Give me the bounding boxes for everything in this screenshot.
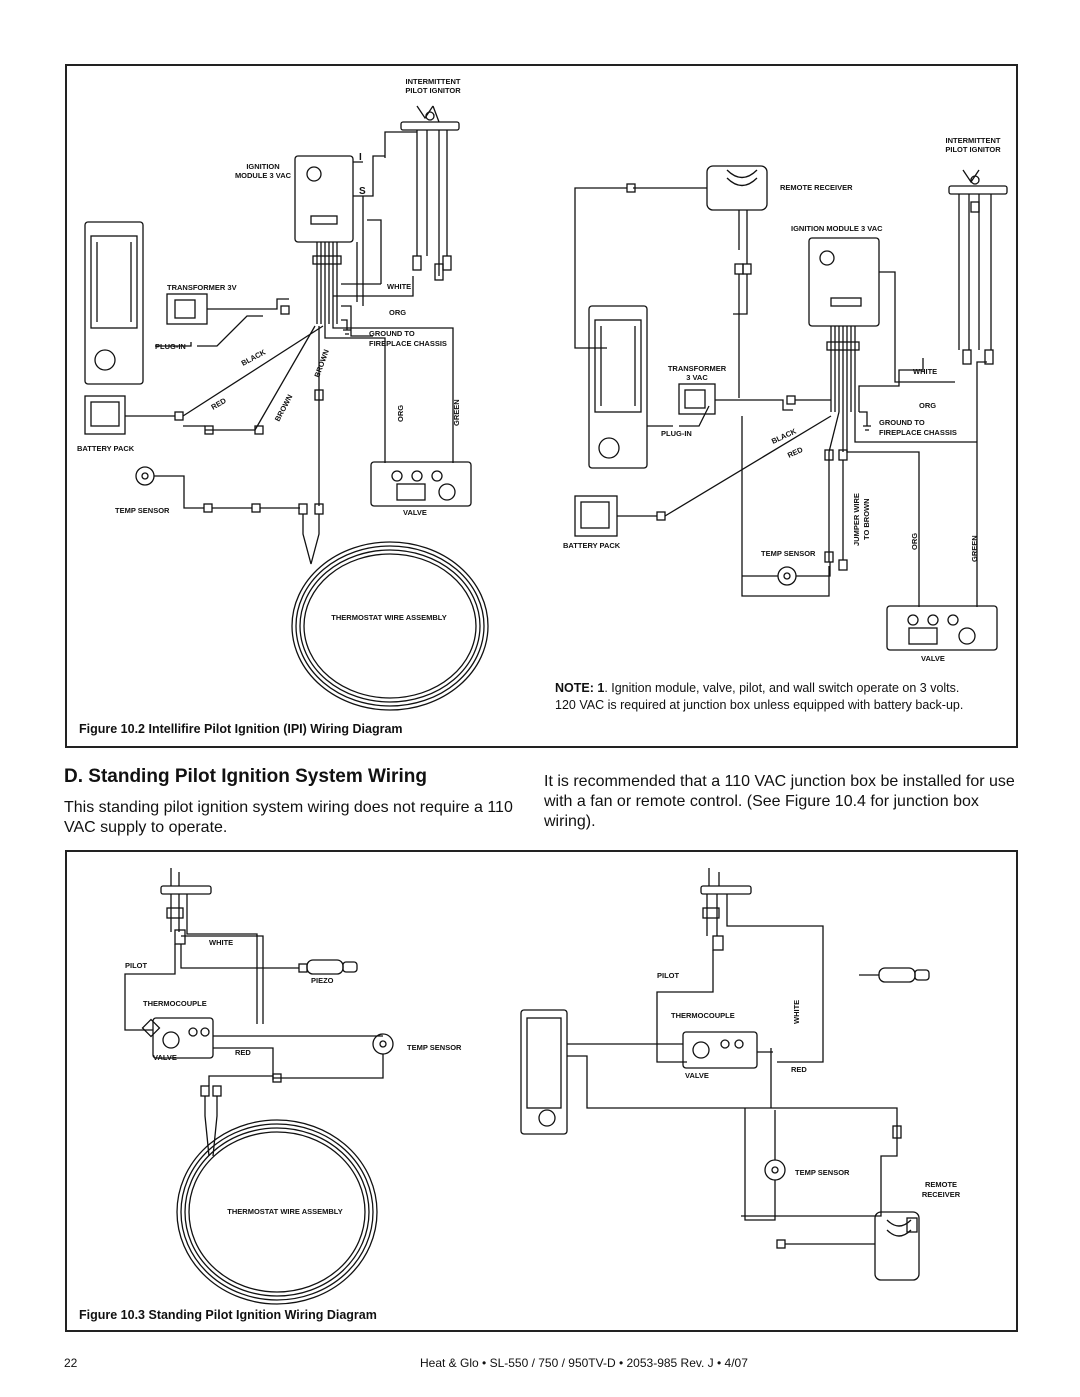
fig3-right-temp-sensor-label: TEMP SENSOR [795,1168,850,1177]
left-org-label: ORG [389,308,406,317]
fig3-left-pilot-label: PILOT [125,961,148,970]
fig3-left-thermostat-label: THERMOSTAT WIRE ASSEMBLY [227,1207,342,1216]
left-transformer-label: TRANSFORMER 3V [167,283,237,292]
right-temp-sensor-icon [744,1108,786,1221]
left-valve-icon [141,1017,214,1059]
right-transformer-label-2: 3 VAC [686,373,708,382]
section-heading: D. Standing Pilot Ignition System Wiring [64,766,427,787]
figure-10-3-caption: Figure 10.3 Standing Pilot Ignition Wiri… [79,1308,377,1322]
page-number: 22 [64,1356,78,1370]
right-wire-bundle [826,326,860,412]
left-valve-icon [370,461,472,507]
ipi-wiring-diagram: INTERMITTENT PILOT IGNITOR IGNITION MODU… [77,77,1008,711]
left-brown-label-2: BROWN [273,393,295,423]
right-valve-icon [682,1031,758,1069]
right-transformer-icon [678,383,831,415]
right-ignition-module-icon [808,237,880,327]
left-wire-bundle [312,242,342,324]
left-valve-label: VALVE [403,508,427,517]
module-s-label: S [359,186,366,197]
right-ground-label-2: FIREPLACE CHASSIS [879,428,957,437]
right-red-label: RED [786,445,805,460]
right-battery-label: BATTERY PACK [563,541,621,550]
left-outlet-box-icon [84,221,144,385]
left-green-label: GREEN [452,399,461,426]
left-piezo-icon [298,959,358,975]
left-ground-label-2: FIREPLACE CHASSIS [369,339,447,348]
left-ignitor-label-2: PILOT IGNITOR [405,86,461,95]
right-remote-receiver-label: REMOTE RECEIVER [780,183,853,192]
right-outlet-box-icon [588,305,648,469]
standing-pilot-wiring-diagram: WHITE PILOT PIEZO THERMOCOUPLE RED VALVE… [124,868,961,1305]
left-temp-sensor-icon [135,466,300,513]
right-remote-receiver-icon [874,1211,920,1281]
module-i-label: I [359,152,362,163]
left-brown-label-1: BROWN [312,348,330,378]
left-pilot-ignitor-icon [400,105,460,281]
ipi-note: NOTE: 1. Ignition module, valve, pilot, … [555,681,964,712]
left-red-label: RED [210,396,229,412]
left-module-label-2: MODULE 3 VAC [235,171,292,180]
left-battery-pack-icon [84,325,324,435]
right-battery-pack-icon [574,415,832,537]
left-ground-label-1: GROUND TO [369,329,415,338]
left-plug-in-label: PLUG-IN [155,342,186,351]
right-ignitor-label-1: INTERMITTENT [946,136,1001,145]
right-module-label: IGNITION MODULE 3 VAC [791,224,883,233]
fig3-right-remote-label-2: RECEIVER [922,1190,961,1199]
right-valve-icon [886,605,998,651]
fig3-left-piezo-label: PIEZO [311,976,334,985]
left-ignition-module-icon [294,155,385,243]
left-transformer-icon [166,293,290,325]
left-white-label: WHITE [387,282,411,291]
right-pilot-assembly-icon [700,868,752,951]
fig3-right-remote-label-1: REMOTE [925,1180,957,1189]
right-plug-in-label: PLUG-IN [661,429,692,438]
left-temp-sensor-label: TEMP SENSOR [115,506,170,515]
right-remote-receiver-icon [574,165,768,349]
left-battery-label: BATTERY PACK [77,444,135,453]
right-white-label: WHITE [913,367,937,376]
right-org-label: ORG [919,401,936,410]
left-module-label-1: IGNITION [246,162,279,171]
right-jumper-label-1: JUMPER WIRE [852,493,861,546]
left-thermostat-label: THERMOSTAT WIRE ASSEMBLY [331,613,446,622]
left-pilot-assembly-icon [160,868,212,945]
left-ignitor-label-1: INTERMITTENT [406,77,461,86]
section-right-paragraph: It is recommended that a 110 VAC junctio… [544,773,1015,830]
right-outlet-box-icon [520,1009,568,1135]
left-temp-sensor-icon [273,1033,394,1079]
fig3-right-pilot-label: PILOT [657,971,680,980]
right-green-label: GREEN [970,535,979,562]
left-org-side-label: ORG [396,405,405,422]
figure-10-2-frame: INTERMITTENT PILOT IGNITOR IGNITION MODU… [65,64,1018,748]
left-thermostat-coil [176,1119,378,1305]
right-ground-label-1: GROUND TO [879,418,925,427]
right-piezo-icon [859,967,930,983]
right-ignitor-label-2: PILOT IGNITOR [945,145,1001,154]
fig3-right-red-label: RED [791,1065,807,1074]
fig3-left-valve-label: VALVE [153,1053,177,1062]
figure-10-3-frame: WHITE PILOT PIEZO THERMOCOUPLE RED VALVE… [65,850,1018,1332]
fig3-right-white-label: WHITE [792,1000,801,1024]
fig3-left-temp-sensor-label: TEMP SENSOR [407,1043,462,1052]
right-transformer-label-1: TRANSFORMER [668,364,727,373]
fig3-left-red-label: RED [235,1048,251,1057]
fig3-right-valve-label: VALVE [685,1071,709,1080]
right-org-side-label: ORG [910,533,919,550]
right-pilot-ignitor-icon [948,169,1008,365]
section-left-paragraph: This standing pilot ignition system wiri… [64,799,513,836]
right-jumper-label-2: TO BROWN [862,498,871,540]
fig3-right-thermocouple-label: THERMOCOUPLE [671,1011,735,1020]
right-temp-sensor-icon [741,416,831,597]
figure-10-2-caption: Figure 10.2 Intellifire Pilot Ignition (… [79,722,403,736]
fig3-left-thermocouple-label: THERMOCOUPLE [143,999,207,1008]
right-valve-label: VALVE [921,654,945,663]
right-black-label: BLACK [770,426,798,445]
right-temp-sensor-label: TEMP SENSOR [761,549,816,558]
fig3-left-white-label: WHITE [209,938,233,947]
left-thermostat-coil [291,541,489,711]
footer-doc-info: Heat & Glo • SL-550 / 750 / 950TV-D • 20… [420,1356,748,1370]
